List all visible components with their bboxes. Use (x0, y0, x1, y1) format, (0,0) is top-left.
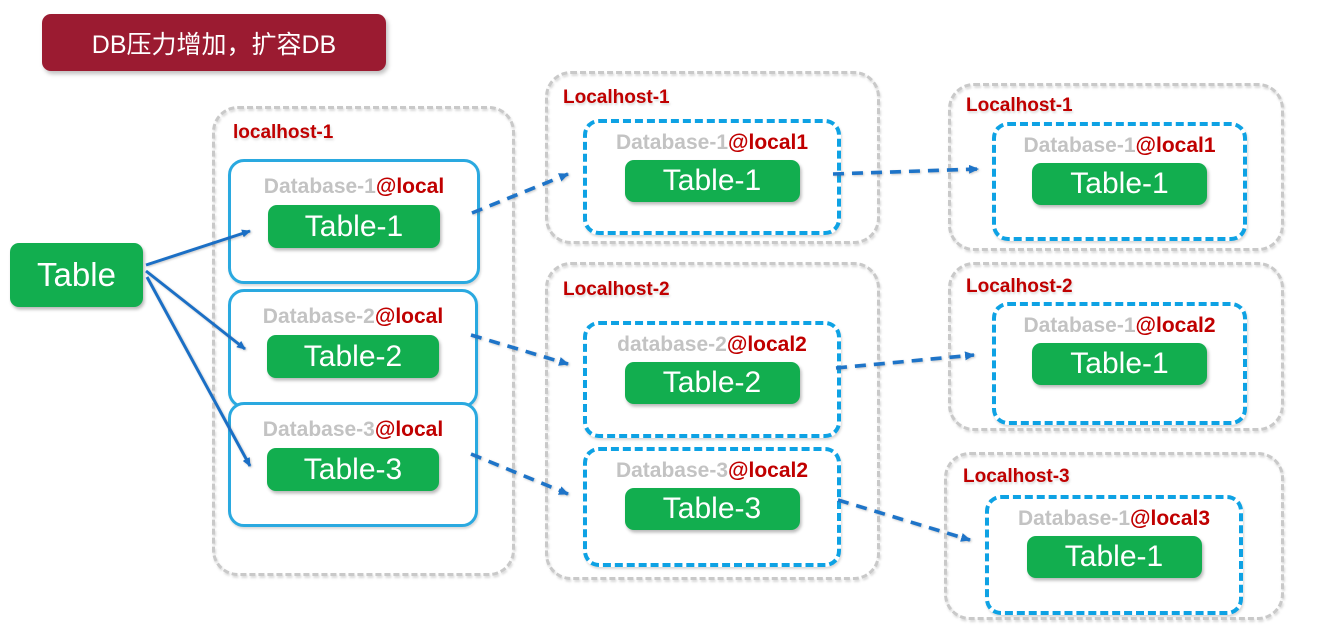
db-name: Database-1@local1 (1023, 133, 1215, 158)
stage3-host3-container: Localhost-3 Database-1@local3 Table-1 (944, 452, 1284, 620)
stage1-table2-chip: Table-2 (267, 335, 439, 378)
stage2-host2-container: Localhost-2 database-2@local2 Table-2 Da… (545, 262, 880, 580)
db-name-gray: Database-1 (1023, 134, 1136, 157)
stage1-db1-box: Database-1@local Table-1 (228, 159, 480, 284)
stage2-host2-db2-box: Database-3@local2 Table-3 (583, 447, 841, 567)
db-name-gray: Database-1 (1017, 507, 1131, 530)
stage1-table1-chip: Table-1 (268, 205, 440, 248)
db-name-at: @local1 (728, 131, 809, 154)
db-name: Database-1@local2 (1023, 313, 1215, 338)
stage1-db3-box: Database-3@local Table-3 (228, 402, 478, 527)
stage2-host1-label: Localhost-1 (563, 87, 670, 108)
db-name-gray: Database-1 (263, 175, 376, 198)
db-name-gray: Database-1 (615, 131, 729, 154)
db-name-at: @local1 (1135, 134, 1216, 157)
title-banner: DB压力增加，扩容DB (42, 14, 386, 71)
stage3-host3-db-box: Database-1@local3 Table-1 (985, 495, 1243, 615)
stage3-host2-container: Localhost-2 Database-1@local2 Table-1 (948, 262, 1284, 431)
stage3-host1-label: Localhost-1 (966, 95, 1073, 116)
db-name-gray: Database-3 (262, 418, 375, 441)
stage2-host2-table3-chip: Table-3 (624, 488, 800, 530)
stage3-host3-table-chip: Table-1 (1026, 536, 1202, 578)
stage2-host1-db-box: Database-1@local1 Table-1 (583, 119, 841, 235)
stage2-host2-db1-box: database-2@local2 Table-2 (583, 321, 841, 438)
db-name-gray: Database-1 (1023, 314, 1136, 337)
stage3-host2-table-chip: Table-1 (1032, 343, 1207, 385)
stage1-db2-name: Database-2@local (263, 304, 443, 329)
stage3-host2-db-box: Database-1@local2 Table-1 (992, 302, 1247, 425)
db-name: Database-3@local2 (616, 458, 808, 483)
stage1-db3-name: Database-3@local (263, 417, 443, 442)
db-name-gray: Database-3 (615, 459, 729, 482)
stage3-host1-table-chip: Table-1 (1032, 163, 1207, 205)
db-name: Database-1@local3 (1018, 506, 1210, 531)
stage1-db1-name: Database-1@local (264, 174, 444, 199)
stage1-table3-chip: Table-3 (267, 448, 439, 491)
stage2-host1-container: Localhost-1 Database-1@local1 Table-1 (545, 71, 880, 244)
db-name-at: @local2 (1135, 314, 1216, 337)
source-table-chip: Table (10, 243, 143, 307)
db-name-at: @local2 (728, 459, 809, 482)
stage2-host2-label: Localhost-2 (563, 279, 670, 300)
stage1-host-label: localhost-1 (233, 122, 334, 143)
stage1-host-container: localhost-1 Database-1@local Table-1 Dat… (212, 106, 515, 576)
db-name-at: @local (374, 305, 444, 328)
db-name-gray: Database-2 (262, 305, 375, 328)
stage3-host2-label: Localhost-2 (966, 276, 1073, 297)
stage2-host1-table-chip: Table-1 (624, 160, 800, 202)
stage2-host2-table2-chip: Table-2 (624, 362, 800, 404)
db-name-at: @local (374, 418, 444, 441)
db-name-at: @local2 (726, 333, 807, 356)
stage3-host1-db-box: Database-1@local1 Table-1 (992, 122, 1247, 241)
db-name-at: @local3 (1130, 507, 1211, 530)
stage3-host1-container: Localhost-1 Database-1@local1 Table-1 (948, 83, 1284, 251)
db-name: Database-1@local1 (616, 130, 808, 155)
db-name-at: @local (375, 175, 445, 198)
stage3-host3-label: Localhost-3 (963, 466, 1070, 487)
stage1-db2-box: Database-2@local Table-2 (228, 289, 478, 408)
db-name-gray: database-2 (617, 333, 727, 356)
db-name: database-2@local2 (617, 332, 807, 357)
